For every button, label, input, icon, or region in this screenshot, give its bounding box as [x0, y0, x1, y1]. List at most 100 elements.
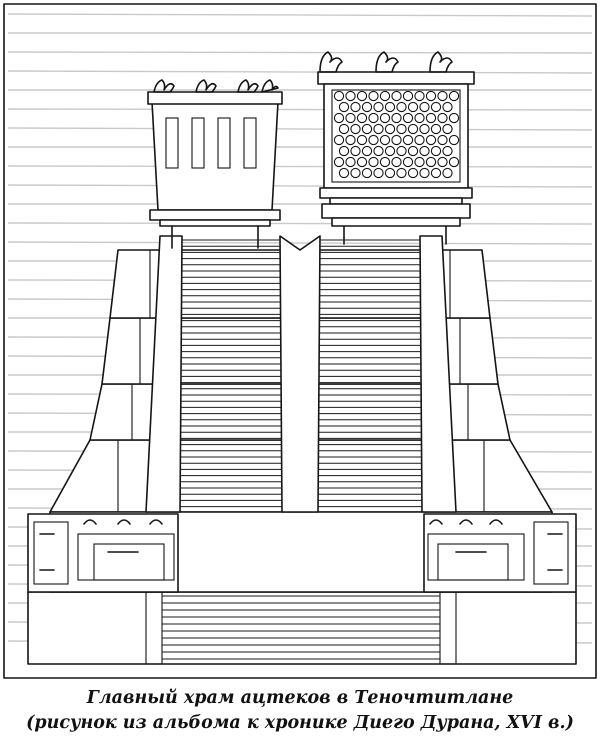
skull — [396, 145, 407, 157]
skull — [425, 134, 437, 146]
skull — [425, 112, 437, 124]
skull — [391, 134, 402, 146]
skull — [356, 90, 368, 102]
skull — [448, 156, 460, 168]
side-structure-right — [423, 513, 577, 593]
skull — [373, 167, 384, 179]
stair-balustrade-right — [419, 235, 457, 513]
skull — [361, 145, 373, 157]
skull — [414, 112, 425, 124]
skull — [402, 156, 414, 168]
skull — [338, 167, 350, 179]
skull — [333, 90, 345, 102]
skull — [419, 145, 430, 157]
skull — [368, 134, 379, 146]
skull — [361, 167, 373, 179]
caption-line-2: (рисунок из альбома к хронике Диего Дура… — [26, 713, 574, 733]
skull — [414, 156, 425, 168]
skull — [345, 156, 356, 168]
skull-rack — [333, 90, 460, 179]
skull — [379, 156, 391, 168]
side-structure-left — [27, 513, 179, 593]
stairs-right — [318, 239, 422, 508]
skull — [396, 123, 407, 135]
caption-line-1: Главный храм ацтеков в Теночтитлане — [86, 688, 514, 708]
skull — [448, 134, 460, 146]
skull — [384, 167, 396, 179]
skull — [430, 167, 442, 179]
skull — [402, 134, 414, 146]
skull — [379, 112, 391, 124]
skull — [356, 156, 368, 168]
shrine-right — [317, 51, 475, 245]
skull — [373, 123, 384, 135]
skull — [333, 112, 345, 124]
skull — [333, 134, 345, 146]
skull — [402, 112, 414, 124]
skull — [391, 90, 402, 102]
stairs-left — [180, 239, 282, 508]
skull — [407, 145, 419, 157]
skull — [350, 145, 361, 157]
skull — [442, 101, 453, 113]
skull — [338, 123, 350, 135]
skull — [430, 101, 442, 113]
skull — [402, 90, 414, 102]
skull — [448, 112, 460, 124]
shrine-right-body — [323, 83, 469, 189]
skull — [368, 112, 379, 124]
skull — [333, 156, 345, 168]
window — [191, 117, 205, 169]
skull — [414, 134, 425, 146]
skull — [373, 101, 384, 113]
skull — [350, 123, 361, 135]
skull — [379, 134, 391, 146]
shrine-left — [147, 79, 283, 249]
skull — [356, 134, 368, 146]
skull — [430, 123, 442, 135]
skull — [391, 112, 402, 124]
skull — [368, 156, 379, 168]
skull — [407, 167, 419, 179]
skull — [437, 90, 448, 102]
merlons-left — [153, 79, 279, 93]
stairs-base — [162, 595, 440, 660]
figure-caption: Главный храм ацтеков в Теночтитлане (рис… — [0, 686, 600, 736]
skull — [425, 90, 437, 102]
skull — [396, 167, 407, 179]
skull — [442, 145, 453, 157]
figure-frame — [3, 3, 597, 679]
skull — [442, 167, 453, 179]
skull — [379, 90, 391, 102]
window — [217, 117, 231, 169]
skull — [407, 101, 419, 113]
stair-balustrade-left — [145, 235, 183, 513]
merlons-right — [319, 51, 453, 73]
skull — [373, 145, 384, 157]
skull — [345, 90, 356, 102]
skull — [384, 145, 396, 157]
skull — [437, 156, 448, 168]
skull — [437, 134, 448, 146]
skull — [350, 101, 361, 113]
temple-illustration — [3, 3, 597, 679]
skull — [414, 90, 425, 102]
stair-divider — [279, 235, 321, 513]
window — [165, 117, 179, 169]
skull — [396, 101, 407, 113]
skull — [338, 101, 350, 113]
skull — [442, 123, 453, 135]
skull — [356, 112, 368, 124]
skull — [384, 101, 396, 113]
skull — [338, 145, 350, 157]
window — [243, 117, 257, 169]
skull — [430, 145, 442, 157]
skull — [391, 156, 402, 168]
skull — [384, 123, 396, 135]
skull — [361, 101, 373, 113]
skull — [407, 123, 419, 135]
skull — [419, 123, 430, 135]
skull — [419, 167, 430, 179]
skull — [419, 101, 430, 113]
skull — [448, 90, 460, 102]
